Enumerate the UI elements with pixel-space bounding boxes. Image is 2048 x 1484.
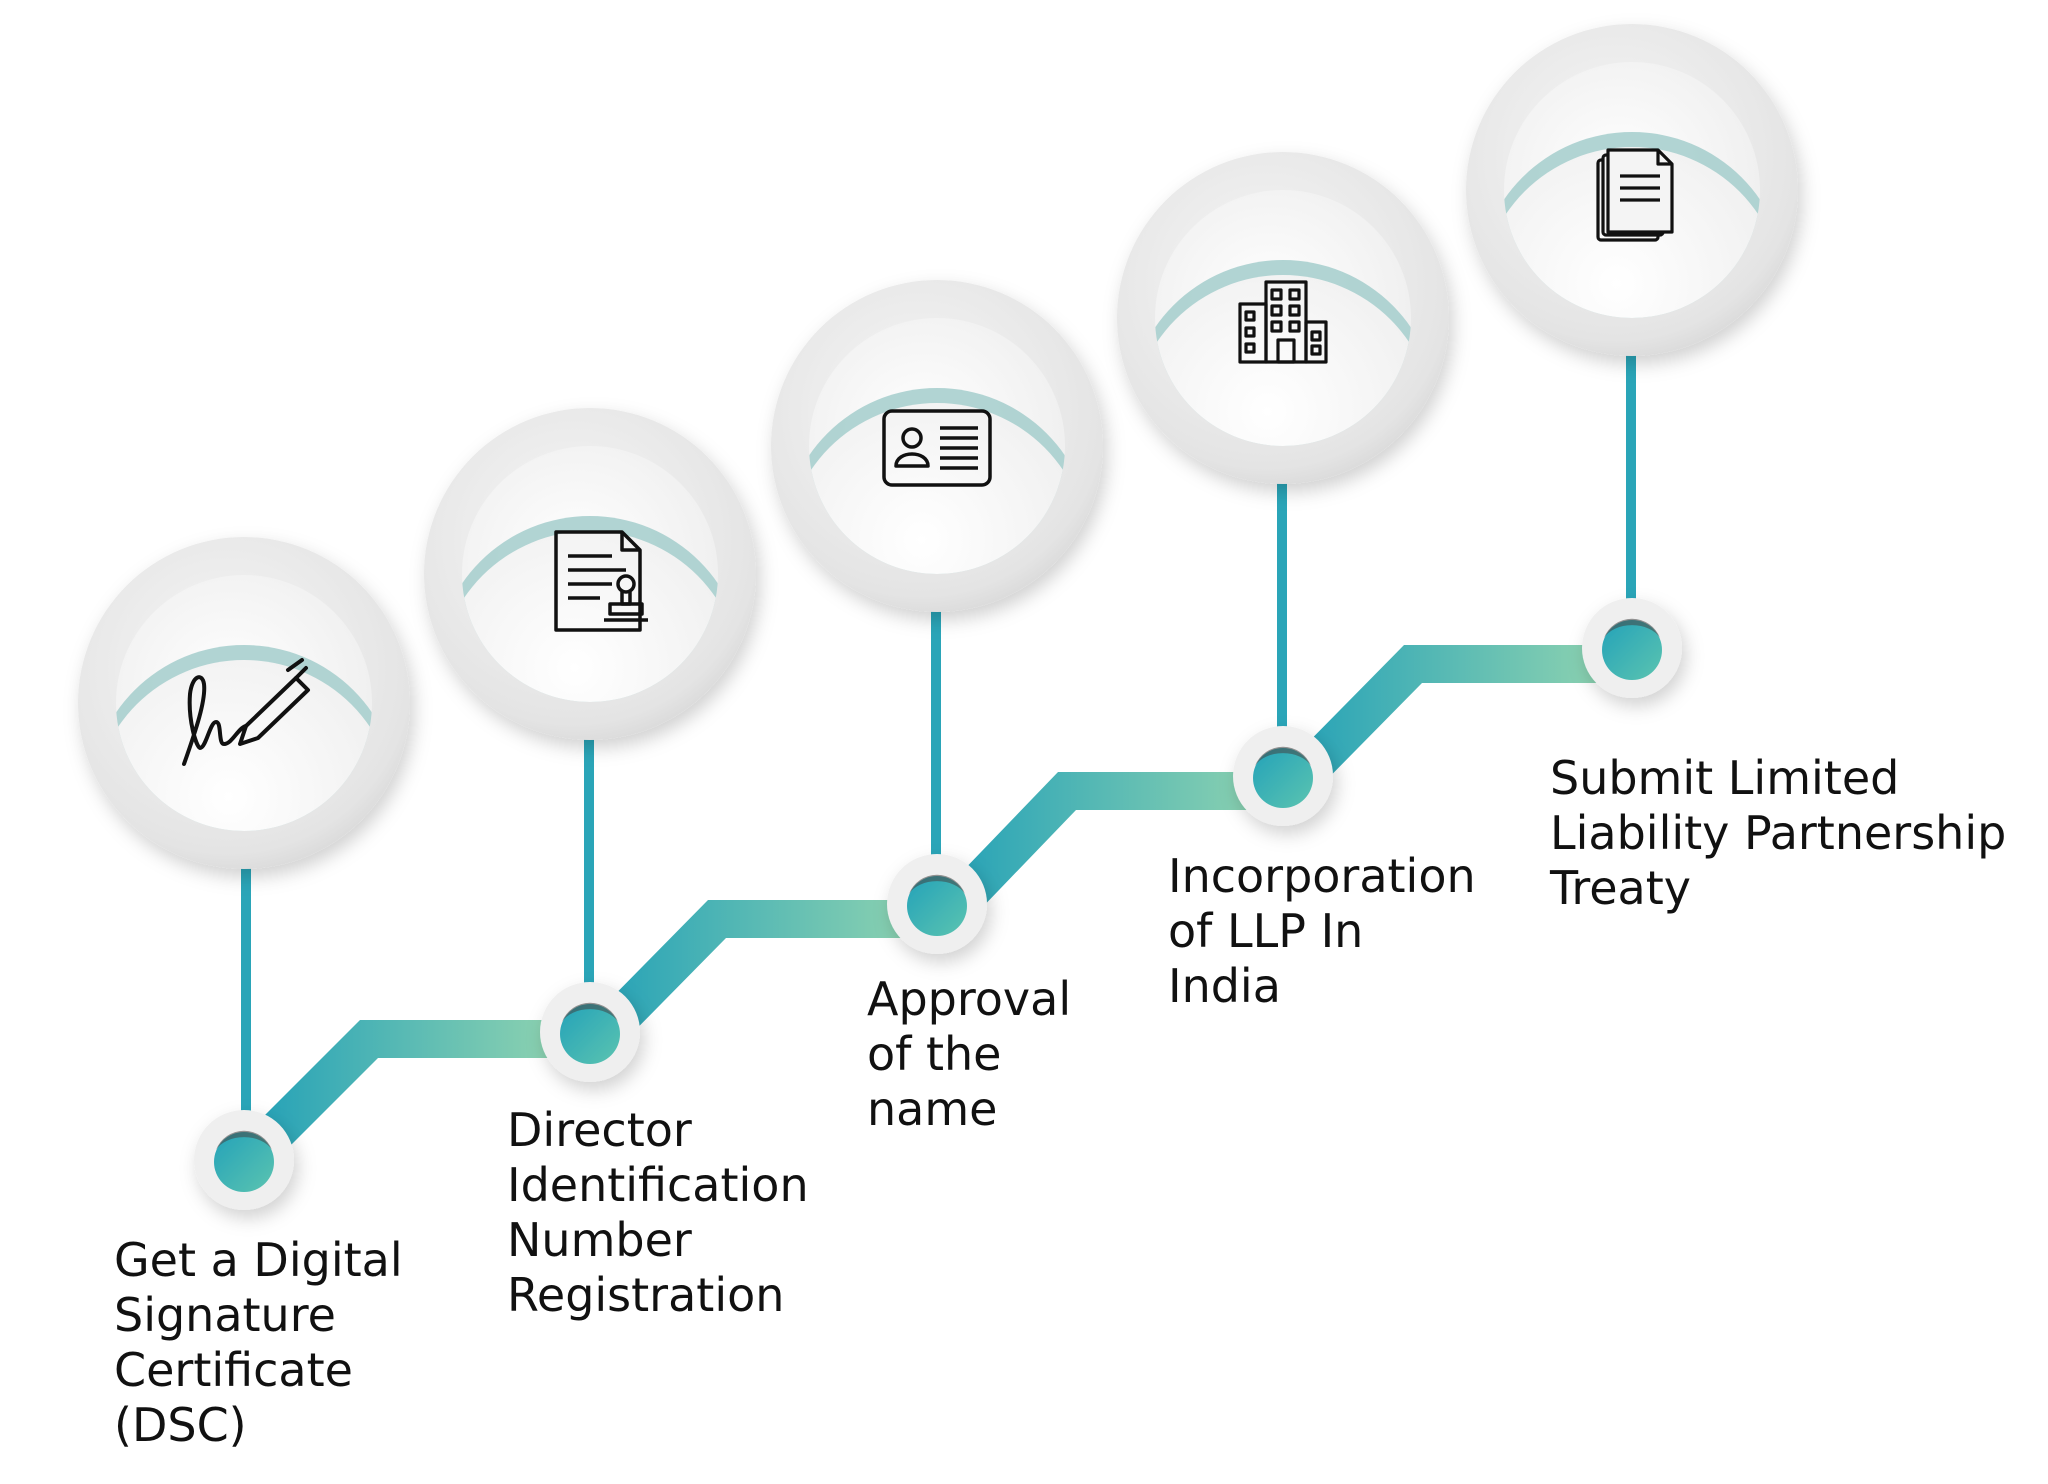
step-2-label-line: Number [507,1213,692,1267]
icon-circle-3 [771,280,1103,612]
step-5-label-line: Liability Partnership [1550,806,2007,860]
step-1-label-line: Certificate [114,1343,353,1397]
step-2-label-line: Registration [507,1268,785,1322]
stamped-document-icon [554,530,648,632]
step-2-label-line: Identification [507,1158,809,1212]
step-1-label: Get a Digital Signature Certificate (DSC… [114,1233,403,1453]
step-4-label-line: India [1168,959,1281,1013]
signature-pen-icon [182,658,310,766]
step-4-label-line: of LLP In [1168,904,1364,958]
step-1-label-line: Get a Digital [114,1233,403,1287]
step-2-label-line: Director [507,1103,692,1157]
icon-circle-1 [78,537,410,869]
node-5 [1582,598,1682,698]
step-3-label: Approval of the name [867,972,1071,1137]
step-5-label-line: Treaty [1550,861,1691,915]
stem-2 [584,728,594,998]
step-4-label-line: Incorporation [1168,849,1476,903]
icon-circle-4 [1117,152,1449,484]
step-5-label-line: Submit Limited [1550,751,1900,805]
icon-circle-5 [1466,24,1798,356]
step-1-label-line: (DSC) [114,1398,247,1452]
stem-1 [241,858,251,1123]
stems [241,344,1636,1123]
stem-3 [931,600,941,870]
step-3-label-line: of the [867,1027,1002,1081]
node-4 [1233,726,1333,826]
step-2-label: Director Identification Number Registrat… [507,1103,809,1323]
step-4-label: Incorporation of LLP In India [1168,849,1476,1014]
node-1 [194,1110,294,1210]
step-3-label-line: name [867,1082,998,1136]
step-5-label: Submit Limited Liability Partnership Tre… [1550,751,2006,916]
node-3 [887,854,987,954]
step-3-label-line: Approval [867,972,1072,1026]
node-2 [540,982,640,1082]
id-card-icon [882,409,992,487]
path-nodes [194,598,1682,1210]
icon-circle-2 [424,408,756,740]
office-building-icon [1238,280,1328,364]
stem-4 [1277,472,1287,740]
step-1-label-line: Signature [114,1288,336,1342]
stem-5 [1626,344,1636,609]
document-stack-icon [1596,148,1674,242]
